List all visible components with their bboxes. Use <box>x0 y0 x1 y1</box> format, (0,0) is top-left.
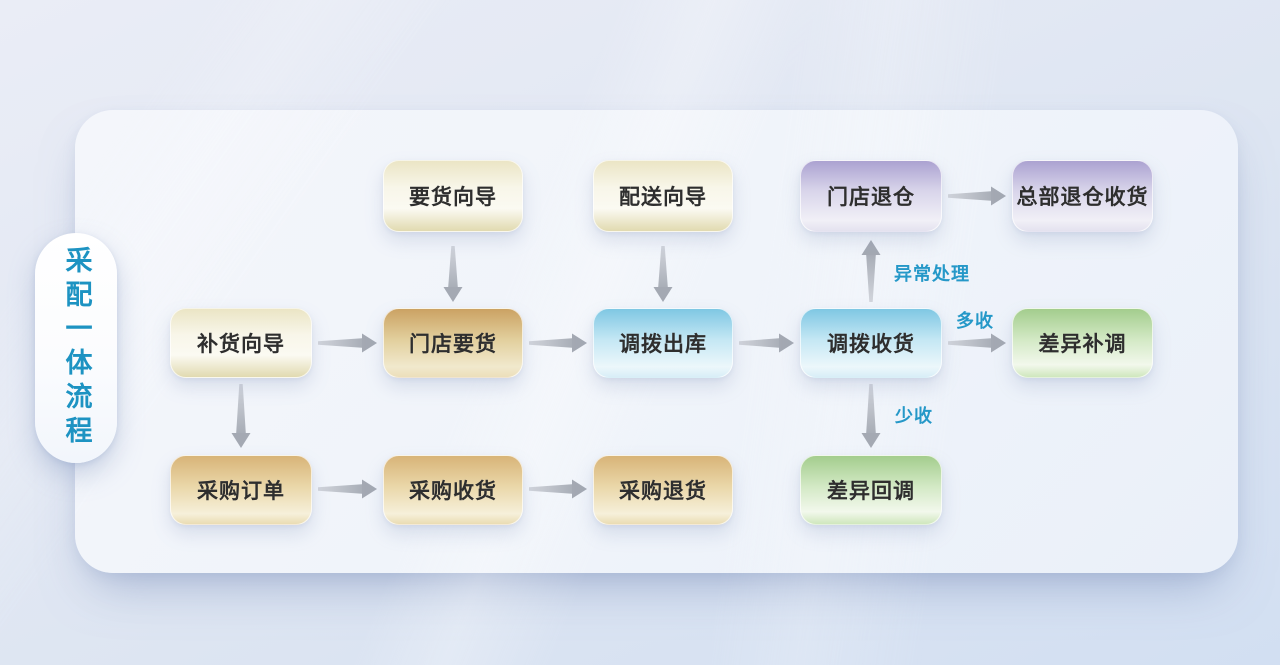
process-title: 采配一体流程 <box>61 246 92 450</box>
node-diff-callback: 差异回调 <box>800 455 942 525</box>
node-label: 调拨出库 <box>619 333 707 356</box>
process-title-pill: 采配一体流程 <box>35 233 117 463</box>
node-label: 门店退仓 <box>827 186 915 209</box>
node-label: 采购退货 <box>619 480 707 503</box>
node-label: 采购收货 <box>409 480 497 503</box>
node-purchase-receipt: 采购收货 <box>383 455 523 525</box>
node-transfer-receipt: 调拨收货 <box>800 308 942 378</box>
edge-label-under-received: 少收 <box>895 406 933 426</box>
node-label: 门店要货 <box>409 333 497 356</box>
node-purchase-return: 采购退货 <box>593 455 733 525</box>
node-hq-return-receipt: 总部退仓收货 <box>1012 160 1153 232</box>
node-delivery-guide: 配送向导 <box>593 160 733 232</box>
node-store-demand: 门店要货 <box>383 308 523 378</box>
node-diff-supplement: 差异补调 <box>1012 308 1153 378</box>
node-transfer-outbound: 调拨出库 <box>593 308 733 378</box>
node-label: 配送向导 <box>619 186 707 209</box>
node-purchase-order: 采购订单 <box>170 455 312 525</box>
node-label: 要货向导 <box>409 186 497 209</box>
node-label: 调拨收货 <box>827 333 915 356</box>
node-demand-guide: 要货向导 <box>383 160 523 232</box>
node-label: 差异回调 <box>827 480 915 503</box>
node-replenish-guide: 补货向导 <box>170 308 312 378</box>
node-label: 采购订单 <box>197 480 285 503</box>
node-label: 差异补调 <box>1038 333 1127 356</box>
node-store-return: 门店退仓 <box>800 160 942 232</box>
edge-label-over-received: 多收 <box>956 311 994 331</box>
node-label: 总部退仓收货 <box>1016 186 1149 209</box>
node-label: 补货向导 <box>197 333 285 356</box>
edge-label-abnormal-handling: 异常处理 <box>894 264 970 284</box>
